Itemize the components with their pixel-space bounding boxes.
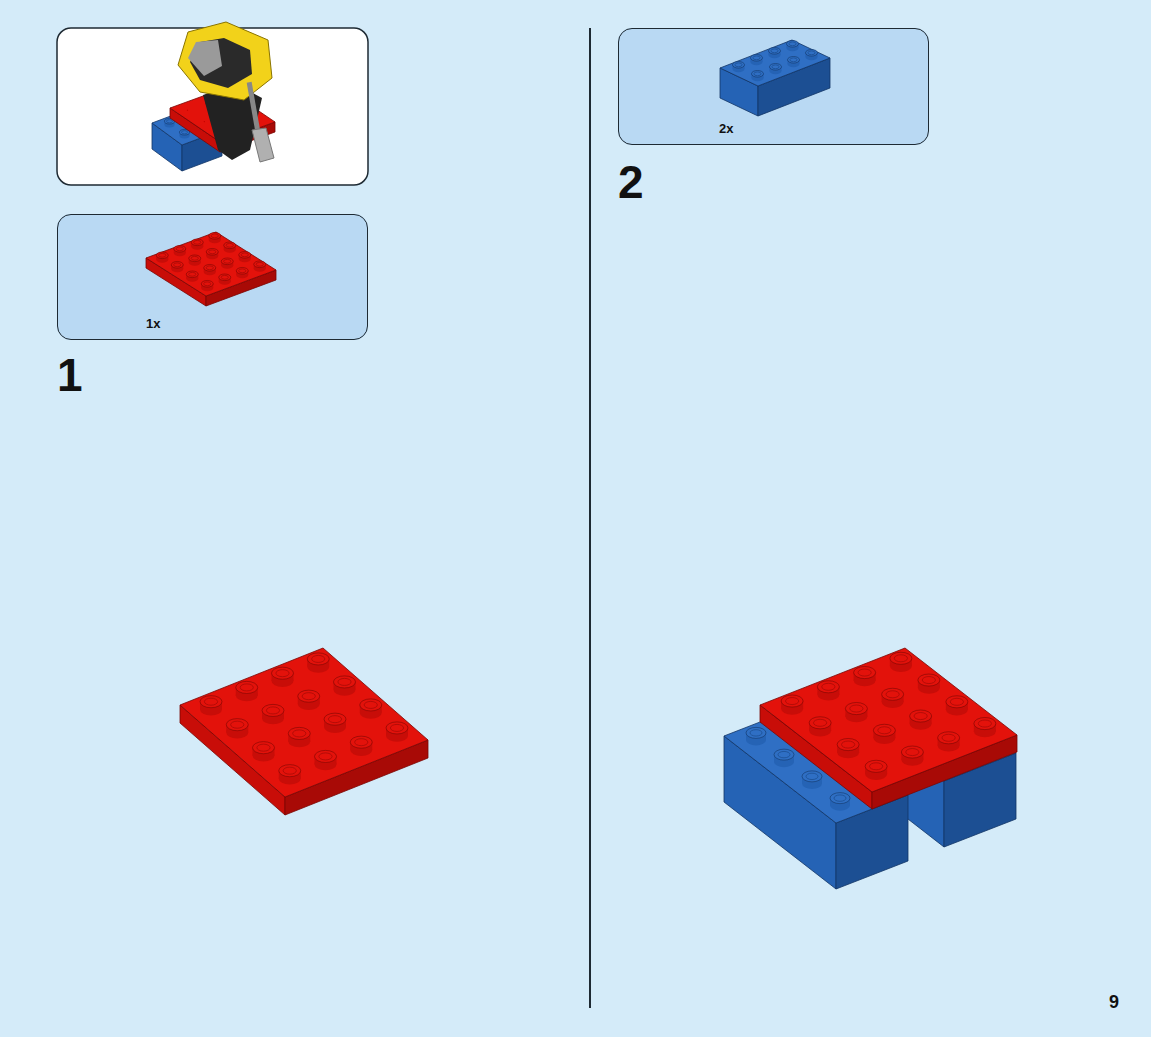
callout-fill bbox=[57, 214, 368, 340]
part-count: 2x bbox=[719, 121, 733, 136]
model-preview-box bbox=[57, 28, 368, 185]
step-divider bbox=[589, 28, 591, 1008]
preview-model bbox=[178, 22, 274, 162]
callout-fill bbox=[618, 28, 929, 145]
page-number: 9 bbox=[1109, 993, 1119, 1013]
parts-callout: 2x bbox=[618, 28, 929, 145]
part-brick-2x4 bbox=[720, 40, 830, 116]
parts-callout: 1x bbox=[57, 214, 368, 340]
step1-plate bbox=[180, 648, 428, 815]
step-number: 1 bbox=[57, 350, 83, 401]
step-number: 2 bbox=[618, 157, 644, 208]
part-plate-4x4 bbox=[146, 232, 276, 306]
part-count: 1x bbox=[146, 316, 160, 331]
step2-plate bbox=[760, 648, 1017, 809]
